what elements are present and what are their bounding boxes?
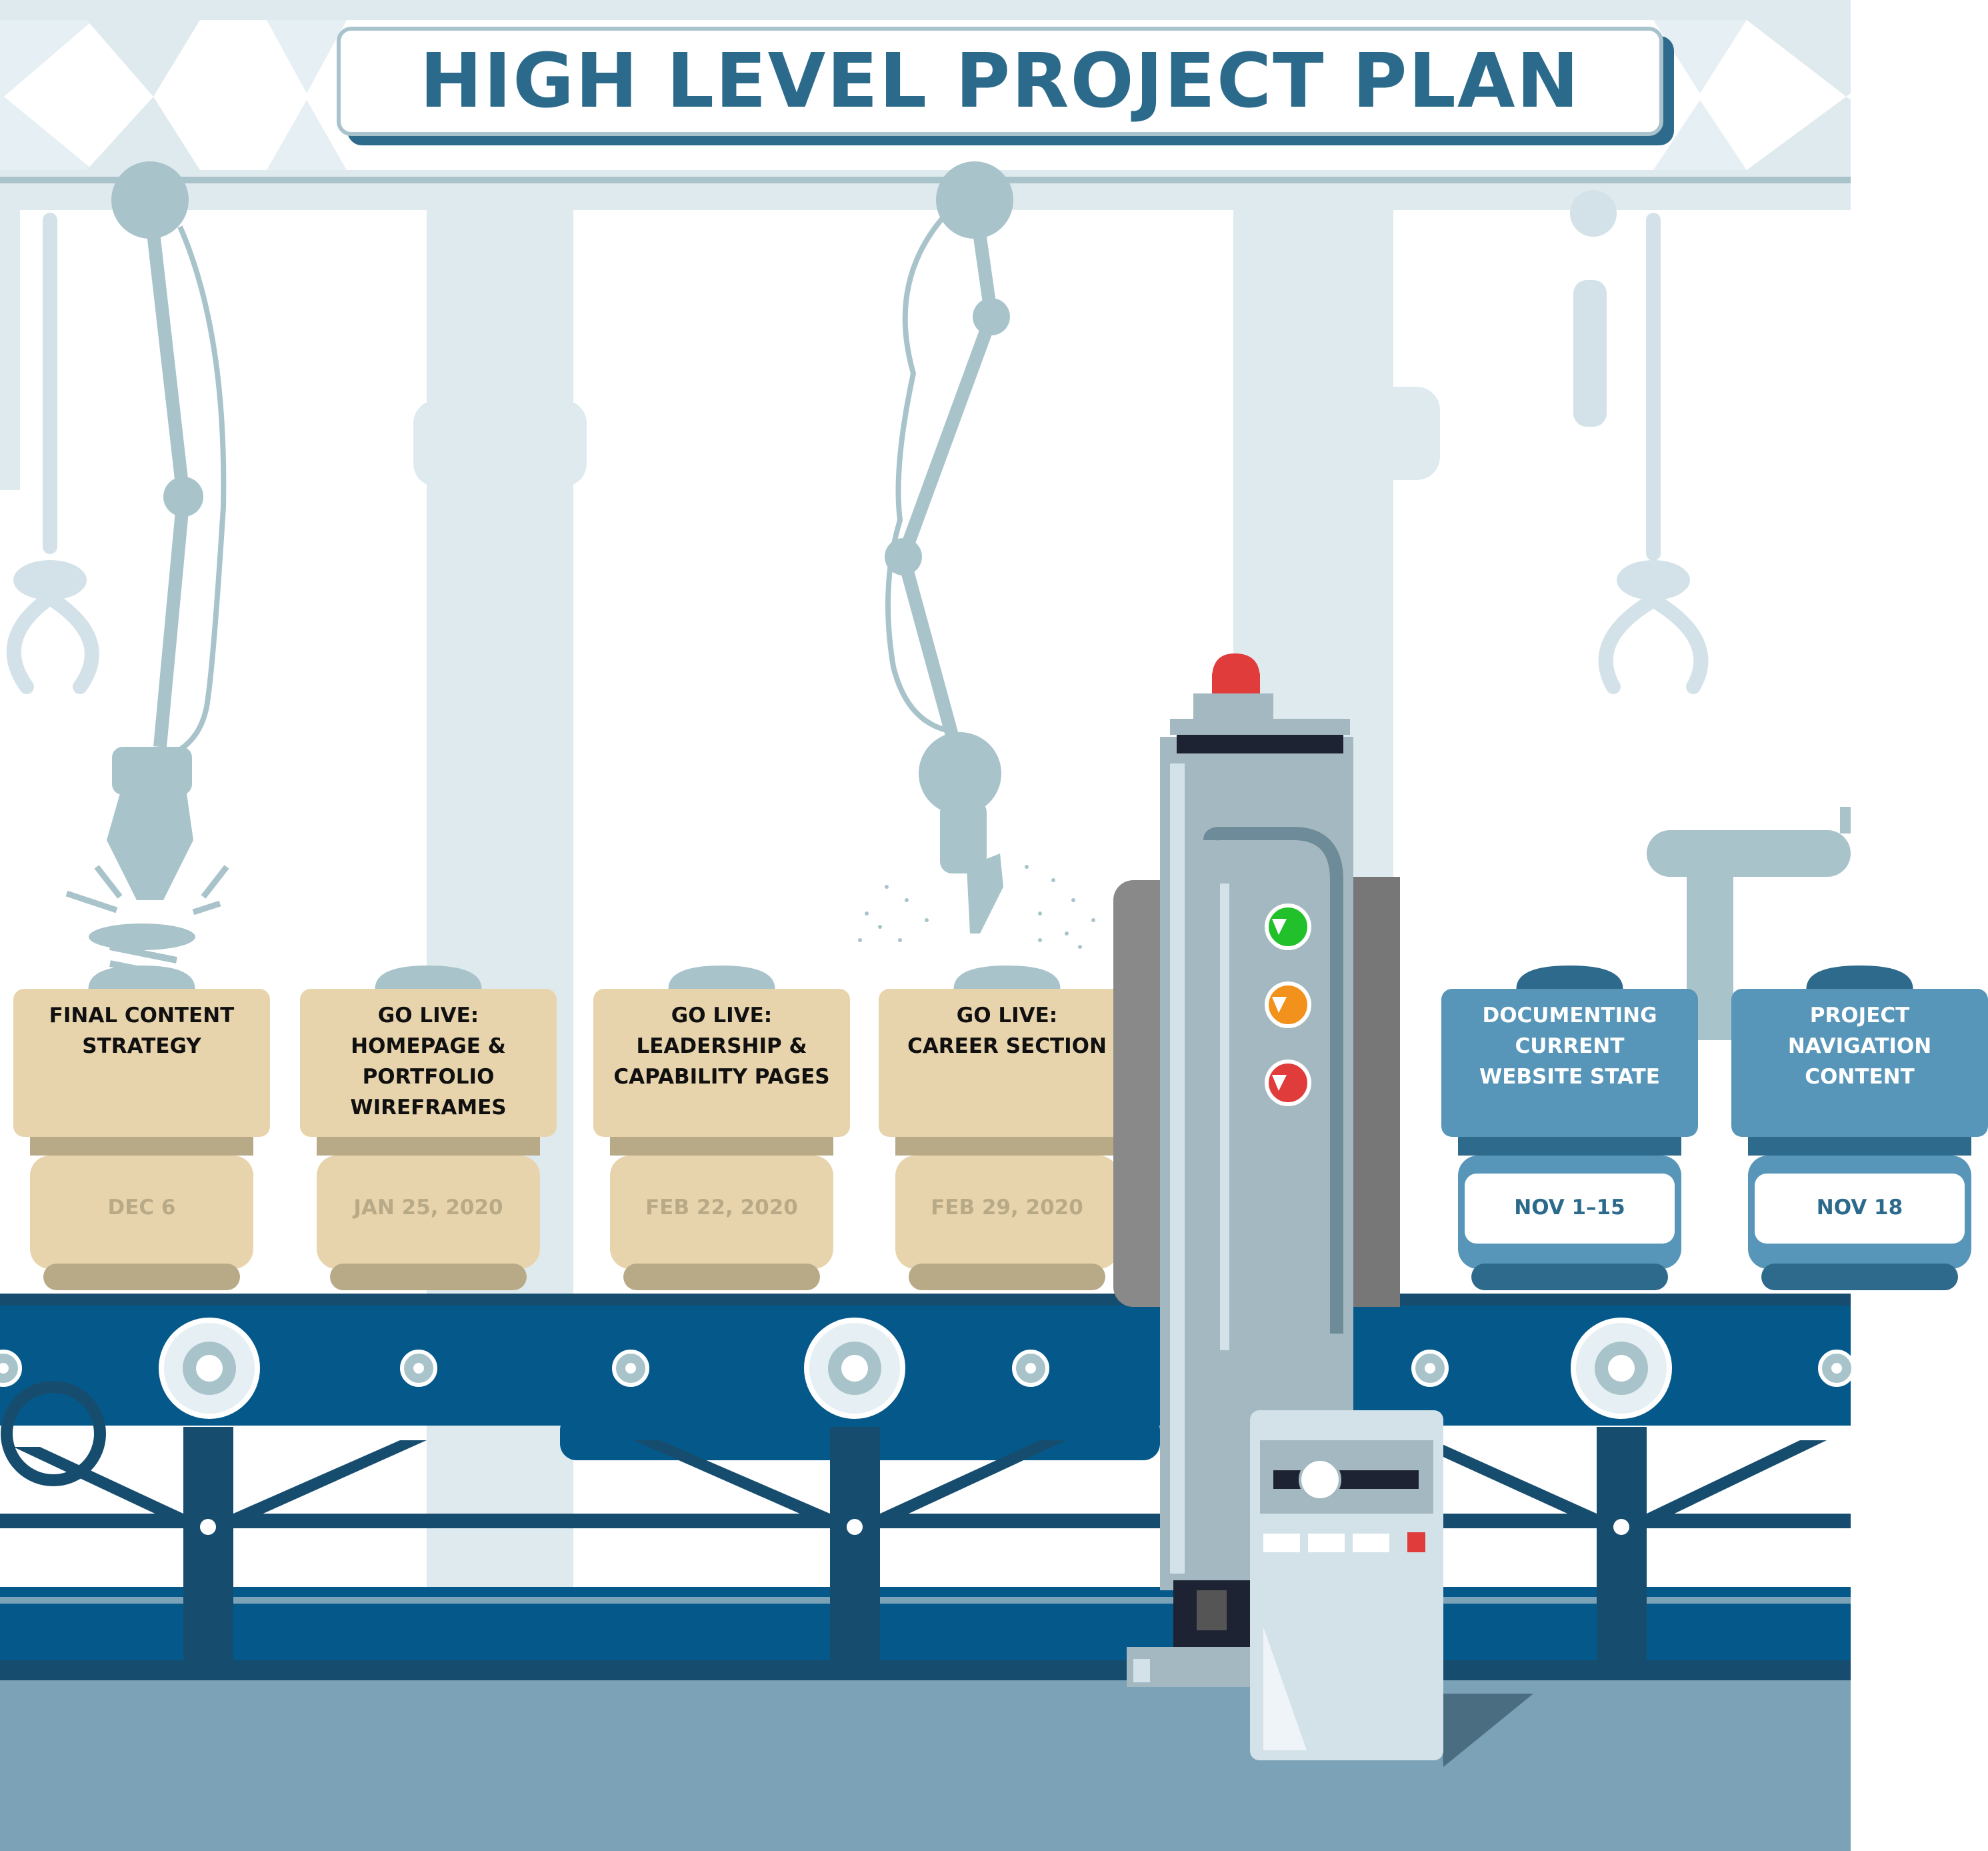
milestone-box-2 [300,966,557,1290]
milestone-label-line: WEBSITE STATE [1479,1065,1660,1089]
milestone-label-line: CURRENT [1515,1034,1625,1058]
milestone-date: FEB 22, 2020 [645,1196,798,1220]
milestone-label-line: GO LIVE: [956,1004,1058,1028]
milestone-date: NOV 1–15 [1514,1196,1625,1220]
milestone-label-line: PROJECT [1809,1004,1910,1028]
gear-icon [1,1381,106,1486]
milestone-box-4 [879,966,1135,1290]
milestone-label: DOCUMENTING CURRENT WEBSITE STATE [1441,1000,1698,1134]
milestone-label: GO LIVE: LEADERSHIP & CAPABILITY PAGES [593,1000,850,1134]
milestone-label: GO LIVE: HOMEPAGE & PORTFOLIO WIREFRAMES [300,1000,557,1134]
milestone-box-3 [593,966,850,1290]
robotic-arm-icon [65,161,229,990]
milestone-label-line: STRATEGY [82,1034,201,1058]
milestone-date: FEB 29, 2020 [931,1196,1083,1220]
gear-icon [159,1318,260,1419]
milestone-label-line: LEADERSHIP & [636,1034,807,1058]
milestone-label-line: PORTFOLIO [362,1065,495,1089]
milestone-date: DEC 6 [107,1196,176,1220]
milestone-label-line: CAREER SECTION [907,1034,1107,1058]
milestone-label: PROJECT NAVIGATION CONTENT [1731,1000,1988,1134]
milestone-box-6 [1731,966,1988,1290]
floor [0,1680,1851,1851]
milestone-date: JAN 25, 2020 [353,1196,503,1220]
milestone-date: NOV 18 [1816,1196,1903,1220]
green-light [1265,903,1311,950]
milestone-boxes [13,966,1988,1290]
warning-light-icon [1212,653,1260,679]
orange-light [1265,982,1311,1028]
control-panel-icon [1250,1410,1533,1767]
milestone-box-5 [1441,966,1698,1290]
milestone-label: GO LIVE: CAREER SECTION [879,1000,1135,1134]
milestone-label-line: FINAL CONTENT [49,1004,235,1028]
milestone-label-line: WIREFRAMES [350,1096,507,1120]
milestone-label-line: GO LIVE: [377,1004,479,1028]
milestone-label-line: GO LIVE: [671,1004,773,1028]
overhead-truss [0,0,1851,210]
milestone-label-line: CAPABILITY PAGES [613,1065,830,1089]
robotic-claw-icon [6,213,99,694]
control-machine [1113,653,1400,1687]
conveyor-belt [0,1294,1855,1680]
milestone-label-line: DOCUMENTING [1482,1004,1657,1028]
gear-icon [804,1318,905,1419]
robotic-arm-icon [858,161,1095,949]
milestone-label-line: HOMEPAGE & [351,1034,506,1058]
robotic-claw-icon [1570,190,1709,694]
title-banner: HIGH LEVEL PROJECT PLAN [337,27,1663,136]
milestone-label-line: CONTENT [1805,1065,1915,1089]
red-light [1265,1060,1311,1106]
gear-icon [1571,1318,1672,1419]
milestone-box-1 [13,966,270,1290]
page-title: HIGH LEVEL PROJECT PLAN [419,38,1581,125]
milestone-label-line: NAVIGATION [1787,1034,1932,1058]
milestone-label: FINAL CONTENT STRATEGY [13,1000,270,1134]
